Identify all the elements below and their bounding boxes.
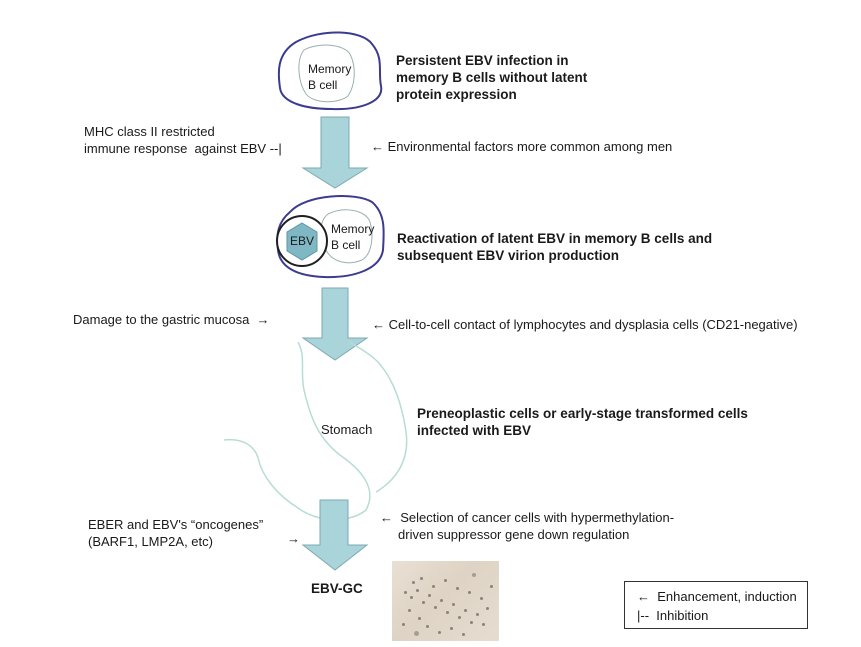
memory-b-cell-label-top: Memory B cell — [308, 62, 352, 92]
factor-eber-arrow: → — [287, 531, 300, 546]
memory-b-cell-inner-top — [298, 44, 355, 103]
stage-persistent-infection: Persistent EBV infection in memory B cel… — [396, 53, 588, 102]
factor-cell-contact: ← Cell-to-cell contact of lymphocytes an… — [372, 317, 798, 332]
factor-mucosa-damage: Damage to the gastric mucosa → — [73, 312, 270, 327]
flow-arrow-3 — [301, 499, 369, 571]
factor-eber-oncogenes: EBER and EBV's “oncogenes” (BARF1, LMP2A… — [88, 517, 264, 549]
flow-arrow-1 — [301, 116, 369, 189]
ebv-virion-icon — [286, 222, 318, 261]
ebv-gc-label: EBV-GC — [311, 581, 363, 596]
legend-enhancement: ← Enhancement, induction — [637, 589, 797, 604]
legend-box: ← Enhancement, induction |-- Inhibition — [624, 581, 808, 629]
stomach-outline — [223, 341, 408, 521]
legend-inhibition: |-- Inhibition — [637, 608, 709, 623]
factor-environmental: ← Environmental factors more common amon… — [371, 139, 673, 154]
factor-selection: ← Selection of cancer cells with hyperme… — [380, 510, 675, 542]
stage-reactivation: Reactivation of latent EBV in memory B c… — [397, 231, 713, 263]
ebv-label: EBV — [290, 234, 315, 248]
stomach-label: Stomach — [321, 422, 373, 437]
factor-mhc-inhibition: MHC class II restricted immune response … — [84, 124, 282, 156]
memory-b-cell-label-mid: Memory B cell — [331, 222, 375, 252]
flow-arrow-2 — [301, 287, 369, 361]
memory-b-cell-outline-top — [277, 31, 383, 111]
ebv-gc-micrograph — [392, 561, 499, 641]
stage-preneoplastic: Preneoplastic cells or early-stage trans… — [417, 406, 748, 438]
